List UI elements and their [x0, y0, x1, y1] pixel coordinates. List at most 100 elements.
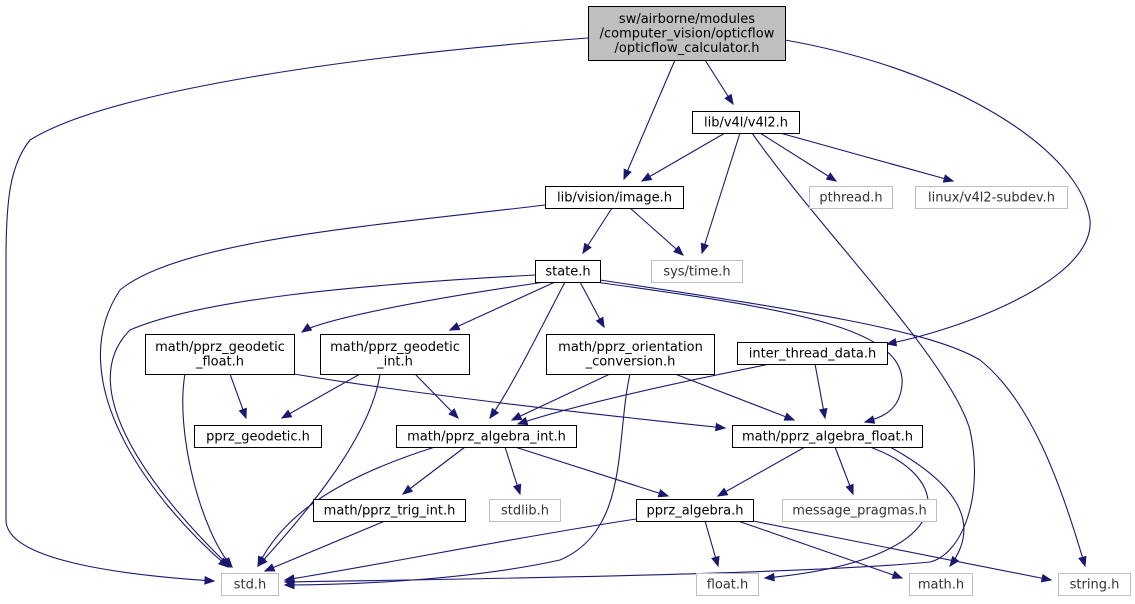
- edge-line: [623, 59, 676, 180]
- edge-arrowhead: [516, 416, 529, 426]
- node-box: [545, 186, 684, 209]
- node-state[interactable]: state.h: [535, 260, 601, 283]
- node-label: _int.h: [376, 355, 413, 370]
- node-box: [696, 573, 759, 596]
- node-label: math/pprz_geodetic: [330, 340, 460, 355]
- edge-arrowhead: [489, 407, 500, 420]
- node-box: [194, 425, 322, 448]
- node-label: math/pprz_trig_int.h: [324, 503, 456, 518]
- edge-algint-to-trigint: [401, 446, 466, 495]
- edge-state-to-algint: [489, 281, 566, 420]
- edge-arrowhead: [763, 572, 775, 582]
- edge-algfloat-to-algebra: [716, 446, 806, 497]
- node-algfloat[interactable]: math/pprz_algebra_float.h: [732, 425, 923, 448]
- node-stringh: string.h: [1058, 573, 1131, 596]
- node-box: [145, 334, 295, 375]
- node-label: string.h: [1070, 577, 1120, 592]
- node-v4l2[interactable]: lib/v4l/v4l2.h: [692, 111, 800, 134]
- edge-arrowhead: [401, 484, 414, 495]
- edge-line: [284, 373, 631, 586]
- edge-line: [414, 373, 459, 419]
- edge-arrowhead: [783, 412, 796, 421]
- node-geoint[interactable]: math/pprz_geodetic_int.h: [320, 334, 470, 375]
- edge-state-to-geoint: [448, 281, 556, 331]
- edge-interthread-to-algint: [516, 363, 771, 426]
- node-label: lib/v4l/v4l2.h: [704, 115, 788, 130]
- edge-line: [784, 39, 1091, 345]
- edge-line: [779, 132, 954, 182]
- edge-algebra-to-floath: [704, 520, 720, 568]
- node-algint[interactable]: math/pprz_algebra_int.h: [396, 425, 577, 448]
- edge-geoint-to-geodetic: [280, 373, 361, 419]
- edge-arrowhead: [512, 483, 522, 496]
- node-mathh: math.h: [909, 573, 973, 596]
- node-interthread[interactable]: inter_thread_data.h: [737, 342, 888, 365]
- node-box: [692, 111, 800, 134]
- node-box: [1058, 573, 1131, 596]
- edge-interthread-to-algfloat: [814, 363, 828, 420]
- edge-line: [594, 281, 903, 423]
- edge-arrowhead: [942, 174, 955, 183]
- node-box: [546, 334, 715, 375]
- edges-layer: [5, 37, 1091, 590]
- edge-line: [182, 373, 233, 568]
- edge-orient-to-algfloat: [674, 373, 796, 421]
- node-trigint[interactable]: math/pprz_trig_int.h: [313, 499, 466, 522]
- node-algebra[interactable]: pprz_algebra.h: [636, 499, 754, 522]
- node-root[interactable]: sw/airborne/modules/computer_vision/opti…: [588, 6, 786, 61]
- edge-line: [5, 37, 589, 582]
- node-msgpragmas: message_pragmas.h: [782, 499, 937, 522]
- edge-state-to-algfloat: [594, 281, 903, 424]
- edge-arrowhead: [640, 172, 653, 182]
- edge-geofloat-to-std: [182, 373, 233, 569]
- edge-line: [514, 446, 669, 497]
- edge-arrowhead: [657, 488, 670, 498]
- edge-arrowhead: [891, 570, 904, 579]
- edge-line: [641, 132, 726, 182]
- edge-line: [264, 520, 386, 572]
- node-v4l2subdev: linux/v4l2-subdev.h: [915, 186, 1068, 209]
- edge-orient-to-std: [283, 373, 631, 590]
- edge-line: [284, 132, 975, 583]
- edge-geoint-to-algint: [414, 373, 459, 419]
- node-box: [809, 186, 893, 209]
- node-orient[interactable]: math/pprz_orientation_conversion.h: [546, 334, 715, 375]
- node-image[interactable]: lib/vision/image.h: [545, 186, 684, 209]
- edge-root-to-interthread: [784, 39, 1091, 347]
- edge-arrowhead: [673, 245, 684, 256]
- node-box: [320, 334, 470, 375]
- edge-arrowhead: [623, 168, 632, 181]
- edge-line: [737, 520, 903, 579]
- node-box: [221, 573, 279, 596]
- node-geodetic[interactable]: pprz_geodetic.h: [194, 425, 322, 448]
- edge-root-to-image: [623, 59, 676, 181]
- node-label: _float.h: [195, 355, 244, 370]
- node-pthread: pthread.h: [809, 186, 893, 209]
- node-label: pprz_algebra.h: [647, 503, 744, 518]
- edge-arrowhead: [1040, 573, 1053, 583]
- edge-arrowhead: [582, 242, 592, 255]
- edge-line: [99, 204, 546, 568]
- edge-arrowhead: [818, 407, 828, 420]
- node-box: [588, 6, 786, 61]
- edge-arrowhead: [280, 409, 293, 419]
- edge-arrowhead: [1078, 555, 1087, 568]
- node-stdlib: stdlib.h: [489, 499, 561, 522]
- node-box: [909, 573, 973, 596]
- nodes-layer: sw/airborne/modules/computer_vision/opti…: [145, 6, 1131, 596]
- node-label: inter_thread_data.h: [749, 346, 877, 361]
- node-box: [915, 186, 1068, 209]
- node-label: math.h: [918, 577, 964, 592]
- node-label: pprz_geodetic.h: [206, 429, 310, 444]
- edge-v4l2-to-pthread: [759, 132, 838, 182]
- node-label: stdlib.h: [501, 503, 549, 518]
- edge-image-to-systime: [629, 207, 684, 256]
- node-box: [489, 499, 561, 522]
- node-box: [313, 499, 466, 522]
- edge-line: [759, 132, 837, 182]
- node-geofloat[interactable]: math/pprz_geodetic_float.h: [145, 334, 295, 375]
- node-box: [651, 260, 743, 283]
- edge-line: [402, 446, 466, 495]
- node-label: message_pragmas.h: [792, 503, 927, 518]
